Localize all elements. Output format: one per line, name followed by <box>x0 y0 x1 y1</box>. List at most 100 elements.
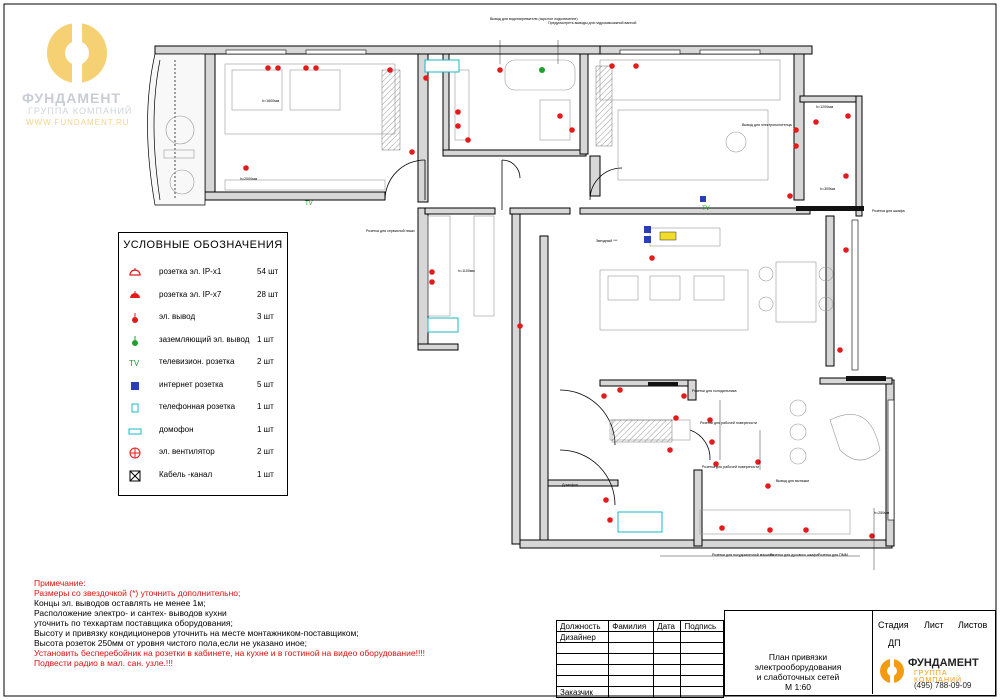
stage-block: Стадия Лист Листов ДП <box>872 618 994 652</box>
internet-socket-icon <box>127 379 143 393</box>
legend-row: розетка эл. IP-x1 54 шт <box>119 263 287 283</box>
legend-label: розетка эл. IP-x7 <box>159 289 222 299</box>
svg-text:Розетки для посудомоечной маши: Розетки для посудомоечной машины <box>712 553 774 557</box>
outlet-marker <box>617 387 623 393</box>
outlet-marker <box>787 193 793 199</box>
outlet-marker <box>497 67 503 73</box>
legend-row: телефонная розетка 1 шт <box>119 398 287 418</box>
brand-name: ФУНДАМЕНТ <box>908 657 979 669</box>
socket-ip-x7-icon <box>127 289 143 303</box>
stamp-role: Дизайнер <box>555 631 610 643</box>
svg-text:Розетка для рабочей поверхност: Розетка для рабочей поверхности <box>702 465 759 469</box>
electrical-outlet-icon <box>127 311 143 325</box>
company-logo: ФУНДАМЕНТ ГРУППА КОМПАНИЙ WWW.FUNDAMENT.… <box>22 18 142 127</box>
svg-text:h=250мм: h=250мм <box>874 511 890 515</box>
fan-icon <box>127 446 143 460</box>
outlet-marker <box>649 255 655 261</box>
outlet-marker <box>633 63 639 69</box>
window-strips <box>225 49 895 521</box>
legend-label: домофон <box>159 424 194 434</box>
svg-text:Вывод для водонагревателя (скр: Вывод для водонагревателя (скрытое подкл… <box>490 17 578 21</box>
cable-channel-icon <box>127 469 143 483</box>
outlet-marker <box>681 393 687 399</box>
legend-label: телефонная розетка <box>159 402 236 411</box>
outlet-marker <box>667 447 673 453</box>
svg-text:h=2000мм: h=2000мм <box>240 177 258 181</box>
outlet-marker <box>843 247 849 253</box>
outlet-marker <box>409 149 415 155</box>
stamp-header: Дата <box>653 620 682 632</box>
svg-text:h=1100мм: h=1100мм <box>458 269 475 273</box>
svg-text:h=1600мм: h=1600мм <box>262 99 280 103</box>
outlet-marker <box>609 63 615 69</box>
phone-socket-icon <box>127 401 143 415</box>
note-line: Подвести радио в мал. сан. узле.!!! <box>34 658 173 668</box>
note-line: Высота розеток 250мм от уровня чистого п… <box>34 638 308 648</box>
stamp-header: Должность <box>555 620 610 632</box>
outlet-marker <box>423 75 429 81</box>
stamp-header: Фамилия <box>608 620 655 632</box>
legend-count: 54 шт <box>257 267 279 276</box>
leader-lines <box>499 40 875 570</box>
legend-label: розетка эл. IP-x1 <box>159 267 222 276</box>
sheet-label: Лист <box>924 620 944 630</box>
outlet-marker <box>709 439 715 445</box>
stamp-header: Подпись <box>680 620 724 632</box>
legend-count: 2 шт <box>257 357 274 366</box>
stage-label: Стадия <box>878 620 909 630</box>
legend-count: 1 шт <box>257 334 274 344</box>
intercom-icon <box>127 424 143 438</box>
outlet-marker <box>837 347 843 353</box>
plan-annotations: Вывод для водонагревателя (скрытое подкл… <box>240 17 905 557</box>
svg-text:h=300мм: h=300мм <box>820 187 836 191</box>
legend-count: 1 шт <box>257 402 274 411</box>
outlet-marker <box>755 459 761 465</box>
svg-text:Розетка для духового шкафа: Розетка для духового шкафа <box>770 553 818 557</box>
stamp-border <box>724 610 996 696</box>
grounded-outlet-icon <box>539 67 545 73</box>
outlet-marker <box>387 67 393 73</box>
net-markers <box>539 67 706 243</box>
outlet-marker <box>517 323 523 329</box>
drawing-title-line2: и слаботочных сетей <box>756 672 840 682</box>
notes-heading: Примечание: <box>34 578 86 588</box>
notes-block: Примечание: Размеры со звездочкой (*) ут… <box>34 578 544 668</box>
drawing-title: План привязки электрооборудования и слаб… <box>725 652 871 692</box>
legend-count: 28 шт <box>257 289 279 299</box>
outlet-marker <box>793 127 799 133</box>
doors <box>384 159 711 506</box>
outlet-marker <box>843 173 849 179</box>
internet-socket-icon <box>700 196 706 202</box>
legend-count: 1 шт <box>257 424 274 434</box>
brand-block: ФУНДАМЕНТ ГРУППА КОМПАНИЙ (495) 788-09-0… <box>878 655 998 695</box>
outlet-marker <box>557 113 563 119</box>
outlet-marker <box>603 497 609 503</box>
sheets-label: Листов <box>958 620 988 630</box>
svg-text:Предусмотреть выводы для гидро: Предусмотреть выводы для гидромассажной … <box>548 21 636 25</box>
outlet-marker <box>765 483 771 489</box>
legend-label: эл. вентилятор <box>159 447 215 456</box>
balcony-left <box>147 53 206 206</box>
outlet-marker <box>265 65 271 71</box>
outlet-marker <box>707 417 713 423</box>
legend-count: 3 шт <box>257 312 274 321</box>
svg-text:Розетка для шкафа: Розетка для шкафа <box>872 209 905 213</box>
legend-label: телевизион. розетка <box>159 357 235 366</box>
brand-phone: (495) 788-09-09 <box>914 681 972 690</box>
outlet-marker <box>813 119 819 125</box>
logo-mark-icon <box>47 23 107 83</box>
svg-text:Розетка для сервисной ниши: Розетка для сервисной ниши <box>366 229 415 233</box>
outlet-marker <box>719 525 725 531</box>
outlet-marker <box>607 517 613 523</box>
svg-text:Розетка для ПММ: Розетка для ПММ <box>818 553 848 557</box>
outlet-marker <box>303 65 309 71</box>
legend-row: заземляющий эл. вывод 1 шт <box>119 331 287 351</box>
brand-logo-icon <box>880 659 904 683</box>
legend-label: заземляющий эл. вывод <box>159 334 250 344</box>
outlet-marker <box>869 533 875 539</box>
